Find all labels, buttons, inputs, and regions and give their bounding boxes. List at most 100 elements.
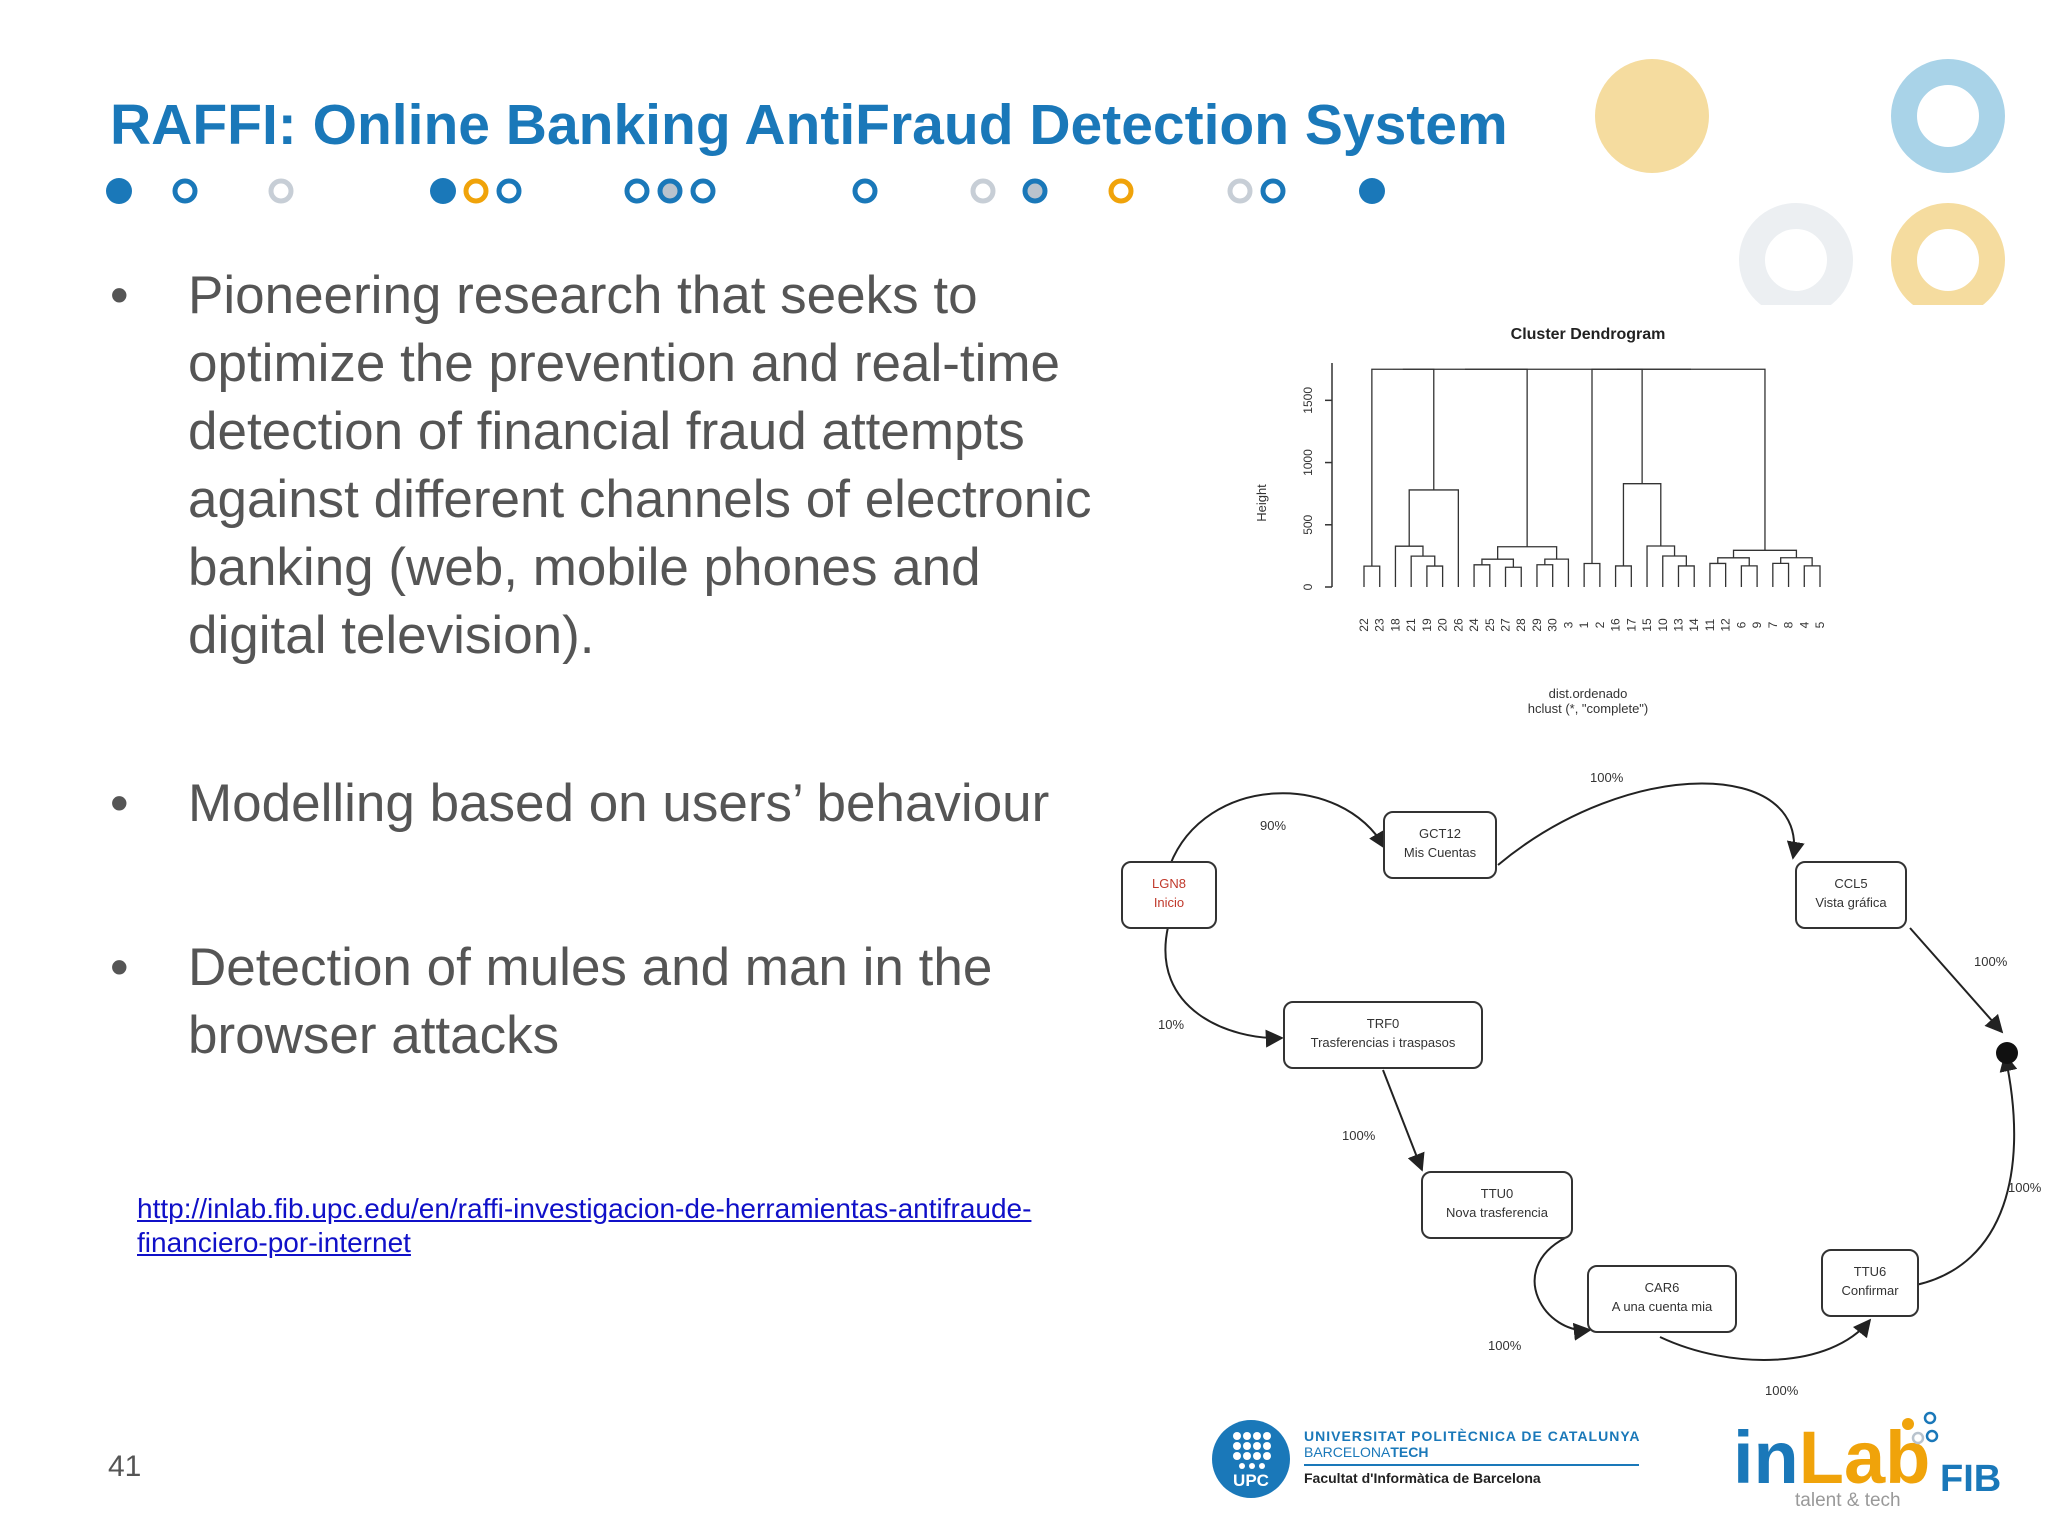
node-label: Mis Cuentas xyxy=(1404,845,1477,860)
leaf-label: 8 xyxy=(1782,621,1796,628)
upc-sub-a: BARCELONA xyxy=(1304,1444,1391,1460)
end-state-dot xyxy=(1996,1042,2018,1064)
upc-sub-b: TECH xyxy=(1390,1444,1429,1460)
dendrogram-link xyxy=(1497,546,1558,560)
y-tick-label: 0 xyxy=(1301,583,1315,590)
dot xyxy=(1108,178,1134,204)
bullet-text: Modelling based on users’ behaviour xyxy=(188,774,1050,833)
edge-ttu6-end xyxy=(1915,1053,2018,1286)
dendrogram-link xyxy=(1803,565,1821,587)
dendrogram-link xyxy=(1363,565,1381,587)
y-tick-label: 500 xyxy=(1301,514,1315,534)
edge-ccl5-end xyxy=(1909,927,2004,1034)
dendrogram-link xyxy=(1677,565,1695,587)
dendrogram-link xyxy=(1394,545,1424,587)
dot xyxy=(624,178,650,204)
dendrogram-link xyxy=(1481,558,1515,568)
leaf-label: 18 xyxy=(1388,618,1402,632)
dendrogram-ylabel: Height xyxy=(1254,484,1269,522)
slide-title: RAFFI: Online Banking AntiFraud Detectio… xyxy=(110,93,1508,157)
upc-faculty: Facultat d'Informàtica de Barcelona xyxy=(1304,1470,1541,1486)
leaf-label: 6 xyxy=(1734,621,1748,628)
leaf-label: 14 xyxy=(1687,618,1701,632)
dot xyxy=(430,178,456,204)
dot xyxy=(463,178,489,204)
node-label: Trasferencias i traspasos xyxy=(1311,1035,1456,1050)
dot xyxy=(690,178,716,204)
dendrogram-link xyxy=(1591,368,1643,564)
deco-circle-yellow-solid xyxy=(1595,59,1709,173)
inlab-fib: FIB xyxy=(1940,1458,2002,1500)
leaf-label: 23 xyxy=(1373,618,1387,632)
dot xyxy=(496,178,522,204)
upc-dots-icon xyxy=(1233,1432,1271,1469)
dot xyxy=(852,178,878,204)
inlab-logo: inLab xyxy=(1733,1418,1930,1498)
leaf-label: 29 xyxy=(1530,618,1544,632)
node-label: A una cuenta mia xyxy=(1612,1299,1713,1314)
leaf-label: 1 xyxy=(1577,621,1591,628)
bullet-list: • Pioneering research that seeks to opti… xyxy=(110,262,1120,1070)
y-tick-label: 1000 xyxy=(1301,449,1315,476)
leaf-label: 30 xyxy=(1546,618,1560,632)
leaf-label: 27 xyxy=(1499,618,1513,632)
bullet-item: • Detection of mules and man in the brow… xyxy=(110,934,1120,1070)
bullet-marker: • xyxy=(110,938,129,997)
edge-gct12-ccl5 xyxy=(1497,782,1805,866)
y-tick-label: 1500 xyxy=(1301,387,1315,414)
dendrogram-link xyxy=(1717,557,1750,566)
node-code: GCT12 xyxy=(1419,826,1461,841)
leaf-label: 17 xyxy=(1624,618,1638,632)
leaf-label: 3 xyxy=(1561,621,1575,628)
node-label: Inicio xyxy=(1154,895,1184,910)
flow-node-gct12: GCT12 Mis Cuentas xyxy=(1383,811,1497,879)
leaf-label: 16 xyxy=(1609,618,1623,632)
dot xyxy=(1260,178,1286,204)
leaf-label: 28 xyxy=(1514,618,1528,632)
deco-ring-grey xyxy=(1739,203,1853,317)
dendrogram-link xyxy=(1371,368,1435,567)
inlab-in: in xyxy=(1733,1416,1799,1499)
dendrogram-link xyxy=(1622,483,1662,566)
dendrogram-link xyxy=(1740,565,1758,587)
node-label: Nova trasferencia xyxy=(1446,1205,1549,1220)
dot xyxy=(970,178,996,204)
decorative-dots xyxy=(106,59,2048,330)
dot xyxy=(657,178,683,204)
dendrogram-title: Cluster Dendrogram xyxy=(1511,326,1666,343)
edge-label: 100% xyxy=(1974,954,2008,969)
bullet-marker: • xyxy=(110,266,129,325)
dendrogram-link xyxy=(1536,564,1554,587)
leaf-label: 5 xyxy=(1813,621,1827,628)
flow-node-trf0: TRF0 Trasferencias i traspasos xyxy=(1283,1001,1483,1069)
dendrogram-y-ticks: 0 500 1000 1500 xyxy=(1301,387,1332,590)
edge-label: 10% xyxy=(1158,1017,1184,1032)
dendrogram-link xyxy=(1504,566,1522,587)
bullet-text: Pioneering research that seeks to optimi… xyxy=(188,266,1092,665)
edge-trf0-ttu0 xyxy=(1382,1069,1425,1172)
leaf-label: 13 xyxy=(1671,618,1685,632)
edge-car6-ttu6 xyxy=(1659,1318,1872,1361)
edge-label: 90% xyxy=(1260,818,1286,833)
dendrogram-link xyxy=(1583,562,1601,587)
leaf-label: 26 xyxy=(1451,618,1465,632)
bullet-marker: • xyxy=(110,774,129,833)
inlab-tagline: talent & tech xyxy=(1795,1490,1901,1511)
inlab-lab: Lab xyxy=(1798,1416,1931,1499)
cluster-dendrogram: Cluster Dendrogram Height 0 500 1000 1500 2… xyxy=(1254,326,1827,716)
upc-rule xyxy=(1304,1464,1639,1466)
node-code: TTU6 xyxy=(1854,1264,1887,1279)
leaf-label: 7 xyxy=(1766,621,1780,628)
flow-node-car6: CAR6 A una cuenta mia xyxy=(1587,1265,1737,1333)
dot xyxy=(106,178,132,204)
dendrogram-link xyxy=(1544,558,1570,587)
node-code: LGN8 xyxy=(1152,876,1186,891)
upc-subtitle: BARCELONATECH xyxy=(1304,1444,1639,1460)
flow-node-ttu0: TTU0 Nova trasferencia xyxy=(1421,1171,1573,1239)
project-link[interactable]: http://inlab.fib.upc.edu/en/raffi-invest… xyxy=(137,1193,1032,1258)
dendrogram-link xyxy=(1402,368,1528,547)
upc-logo: UPC xyxy=(1212,1420,1290,1498)
leaf-label: 12 xyxy=(1719,618,1733,632)
leaf-label: 2 xyxy=(1593,621,1607,628)
